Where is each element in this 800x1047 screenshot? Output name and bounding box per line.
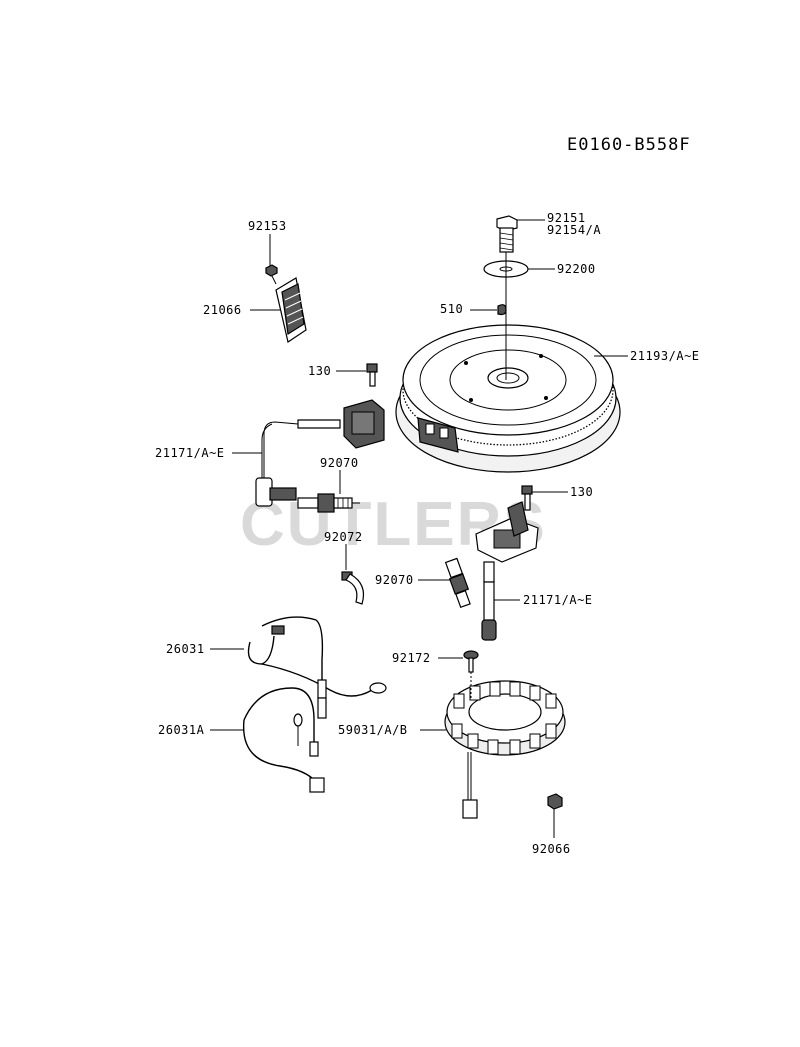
label-510: 510 xyxy=(440,302,463,316)
label-21171-lower: 21171/A~E xyxy=(523,593,593,607)
screw-92172-part[interactable] xyxy=(463,650,479,673)
nut-92066-part[interactable] xyxy=(547,793,563,810)
label-92200: 92200 xyxy=(557,262,596,276)
flywheel-part[interactable] xyxy=(395,324,621,473)
label-92072: 92072 xyxy=(324,530,363,544)
stator-part[interactable] xyxy=(444,680,566,819)
spark-plug-upper-part[interactable] xyxy=(297,493,360,513)
label-130-lower: 130 xyxy=(570,485,593,499)
label-92070-lower: 92070 xyxy=(375,573,414,587)
label-59031: 59031/A/B xyxy=(338,723,408,737)
label-92066: 92066 xyxy=(532,842,571,856)
spark-plug-lower-part[interactable] xyxy=(444,557,471,609)
label-92153: 92153 xyxy=(248,219,287,233)
label-21171-upper: 21171/A~E xyxy=(155,446,225,460)
screw-92153-part[interactable] xyxy=(265,264,278,285)
ignition-coil-upper-part[interactable] xyxy=(255,399,385,507)
regulator-part[interactable] xyxy=(275,277,307,343)
label-130-upper: 130 xyxy=(308,364,331,378)
bolt-130-lower-part[interactable] xyxy=(521,485,533,511)
bolt-130-upper-part[interactable] xyxy=(366,363,378,387)
label-92154a: 92154/A xyxy=(547,223,601,237)
label-21066: 21066 xyxy=(203,303,242,317)
label-92172: 92172 xyxy=(392,651,431,665)
wire-harness-26031-part[interactable] xyxy=(247,616,387,719)
clip-92072-part[interactable] xyxy=(341,571,365,605)
flywheel-bolt-part[interactable] xyxy=(496,215,518,253)
key-part[interactable] xyxy=(497,304,507,316)
wire-harness-26031a-part[interactable] xyxy=(242,687,325,793)
label-21193: 21193/A~E xyxy=(630,349,700,363)
ignition-coil-lower-part[interactable] xyxy=(475,501,539,641)
diagram-code: E0160-B558F xyxy=(567,135,691,155)
leader-lines xyxy=(210,219,628,838)
label-26031a: 26031A xyxy=(158,723,205,737)
label-92070-upper: 92070 xyxy=(320,456,359,470)
label-92151: 92151 xyxy=(547,211,586,225)
label-26031: 26031 xyxy=(166,642,205,656)
